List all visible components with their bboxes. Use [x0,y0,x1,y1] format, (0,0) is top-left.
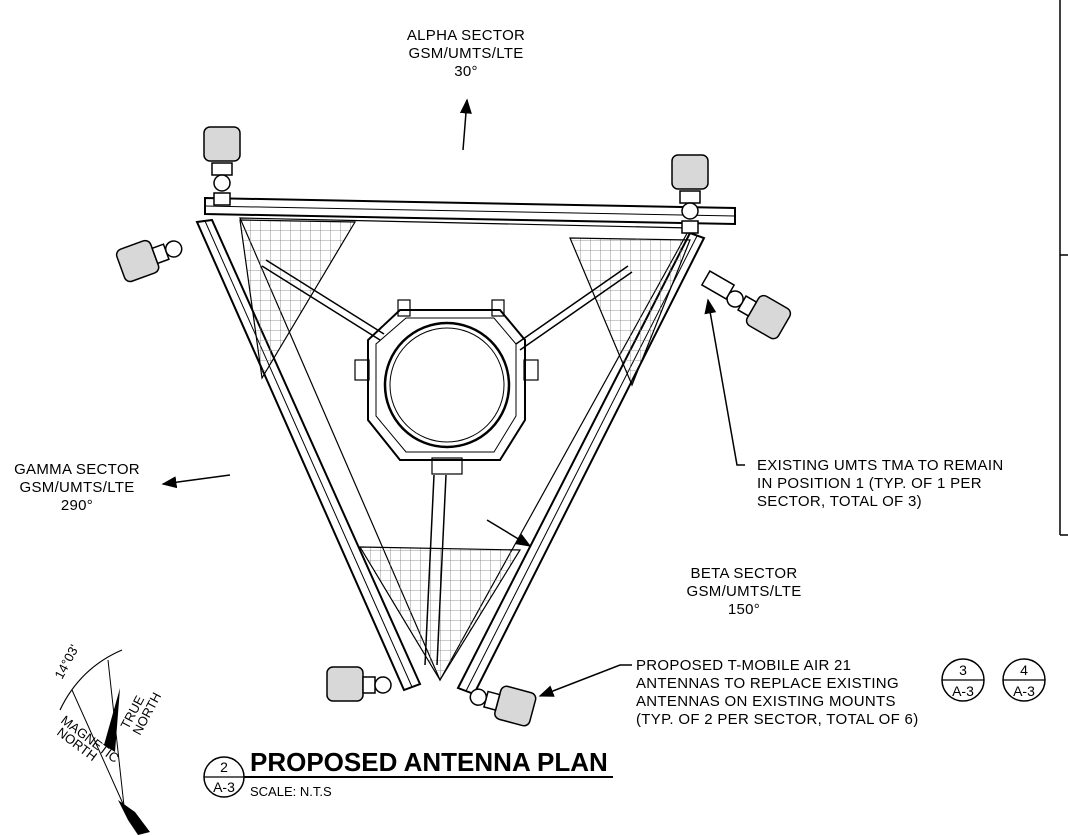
beta-sector-name: BETA SECTOR [691,565,798,582]
existing-tma [700,270,736,300]
antenna-alpha-2 [671,154,709,234]
callout-number: 4 [1020,662,1028,678]
alpha-sector-name: ALPHA SECTOR [407,27,525,44]
drawing-scale: SCALE: N.T.S [250,784,332,799]
sheet-border [1059,0,1068,536]
beta-sector-azimuth: 150° [728,601,760,618]
antenna-note-line: PROPOSED T-MOBILE AIR 21 [636,657,851,674]
beta-sector-tech: GSM/UMTS/LTE [687,583,802,600]
magnetic-north-arrow-icon [118,800,150,835]
tma-note-line: SECTOR, TOTAL OF 3) [757,493,922,510]
detail-callout-3: 3 A-3 [941,658,985,702]
antenna-beta-2 [469,685,537,727]
drawing-title-block: 2 A-3 PROPOSED ANTENNA PLAN SCALE: N.T.S [203,747,613,799]
support-struts [261,259,633,666]
grating-panels [239,219,691,682]
antenna-alpha-1 [203,126,241,206]
antenna-note-line: (TYP. OF 2 PER SECTOR, TOTAL OF 6) [636,711,919,728]
monopole [354,299,539,475]
tma-note-line: IN POSITION 1 (TYP. OF 1 PER [757,475,982,492]
declination-angle: 14°03' [51,642,81,681]
antenna-note-line: ANTENNAS ON EXISTING MOUNTS [636,693,896,710]
callout-sheet: A-3 [952,683,974,699]
antenna-beta-1 [726,290,792,340]
gamma-sector-label: GAMMA SECTOR GSM/UMTS/LTE 290° [14,461,140,514]
detail-callout-4: 4 A-3 [1002,658,1046,702]
alpha-sector-azimuth: 30° [454,63,478,80]
antenna-note-line: ANTENNAS TO REPLACE EXISTING [636,675,899,692]
beta-sector-label: BETA SECTOR GSM/UMTS/LTE 150° [687,565,802,618]
gamma-sector-azimuth: 290° [61,497,93,514]
alpha-sector-tech: GSM/UMTS/LTE [409,45,524,62]
sector-arrows [161,98,532,547]
antenna-gamma-2 [326,666,392,702]
callout-sheet: A-3 [1013,683,1035,699]
tma-note-line: EXISTING UMTS TMA TO REMAIN [757,457,1003,474]
title-detail-number: 2 [220,759,228,775]
alpha-sector-label: ALPHA SECTOR GSM/UMTS/LTE 30° [407,27,525,80]
drawing-title: PROPOSED ANTENNA PLAN [250,747,608,777]
gamma-sector-name: GAMMA SECTOR [14,461,140,478]
north-arrow: 14°03' TRUE NORTH MAGNETIC NORTH [51,642,164,835]
antenna-note: PROPOSED T-MOBILE AIR 21 ANTENNAS TO REP… [636,657,919,728]
title-detail-sheet: A-3 [213,779,235,795]
leader-lines [538,298,745,697]
true-north-arrow-icon [104,688,120,752]
platform-frame [195,196,736,696]
tma-note: EXISTING UMTS TMA TO REMAIN IN POSITION … [757,457,1003,510]
antenna-gamma-1 [115,239,183,283]
callout-number: 3 [959,662,967,678]
gamma-sector-tech: GSM/UMTS/LTE [20,479,135,496]
